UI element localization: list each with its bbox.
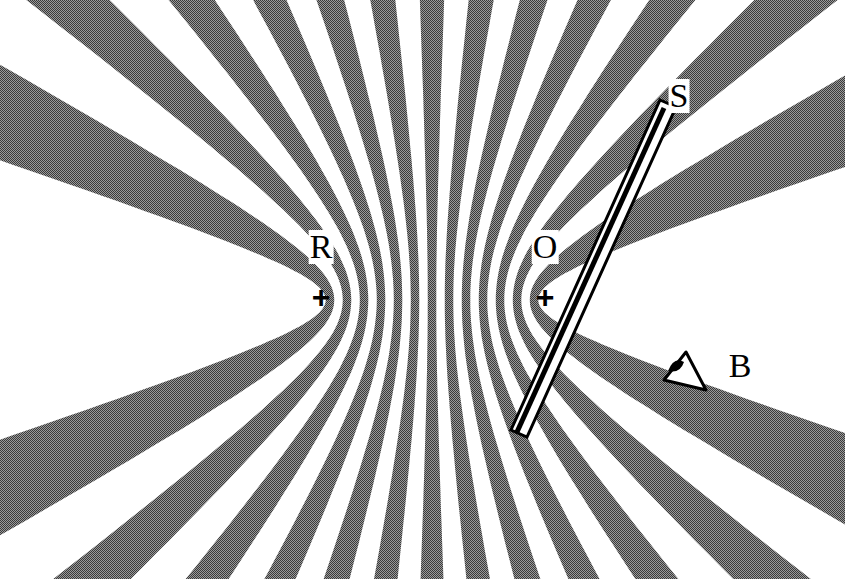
fringe-band <box>0 0 385 579</box>
fringe-band <box>0 0 402 579</box>
fringe-band <box>0 0 351 579</box>
hologram-plate <box>511 100 676 437</box>
observer-label: B <box>728 349 753 383</box>
fringe-band <box>0 0 419 579</box>
source-mark: + <box>535 281 556 313</box>
source-label: O <box>532 230 559 264</box>
plate-label: S <box>669 79 690 113</box>
source-label: R <box>309 230 334 264</box>
eye-symbol <box>664 352 706 390</box>
source-mark: + <box>311 281 332 313</box>
